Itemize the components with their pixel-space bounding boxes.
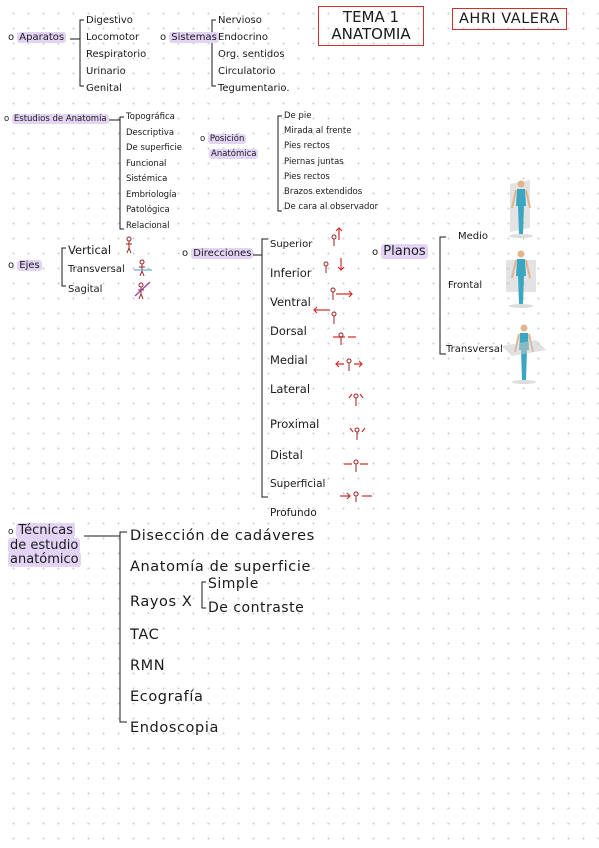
- list-item: Transversal: [68, 264, 125, 275]
- planos-item-transversal: Transversal: [446, 344, 503, 355]
- list-item: Endocrino: [218, 32, 268, 43]
- list-item: Vertical: [68, 243, 112, 257]
- list-item: Simple: [208, 576, 259, 592]
- list-item: Urinario: [86, 66, 126, 77]
- list-item: Topográfica: [126, 112, 175, 122]
- list-item: RMN: [130, 658, 166, 674]
- list-item: Genital: [86, 83, 122, 94]
- list-item: Digestivo: [86, 15, 133, 26]
- list-item: Proximal: [270, 417, 320, 431]
- list-item: Endoscopia: [130, 720, 219, 736]
- list-item: Superior: [270, 239, 313, 250]
- list-item: Tegumentario.: [218, 83, 290, 94]
- list-item: Relacional: [126, 220, 170, 231]
- list-item: Dorsal: [270, 324, 307, 338]
- estudios-list: Topográfica Descriptiva De superficie Fu…: [126, 110, 182, 234]
- list-item: Patológica: [126, 205, 170, 215]
- sistemas-list: Nervioso Endocrino Org. sentidos Circula…: [218, 12, 290, 97]
- rayos-sub-list: Simple De contraste: [208, 572, 304, 620]
- list-item: Mirada al frente: [284, 126, 352, 137]
- planos-label: o Planos: [372, 244, 428, 259]
- list-item: Ecografía: [130, 689, 204, 705]
- list-item: Disección de cadáveres: [130, 528, 315, 544]
- plane-medio-figure-icon: [509, 180, 533, 238]
- list-item: Superficial: [270, 478, 326, 490]
- list-item: Funcional: [126, 158, 167, 169]
- list-item: Anatomía de superficie: [130, 559, 312, 575]
- ejes-list: Vertical Transversal Sagital: [68, 240, 125, 300]
- name-box: AHRI VALERA: [452, 8, 567, 30]
- tecnicas-label: o Técnicas de estudio anatómico: [8, 523, 81, 567]
- list-item: Rayos X: [130, 594, 193, 610]
- list-item: Ventral: [270, 295, 311, 309]
- list-item: Nervioso: [218, 15, 262, 26]
- aparatos-label: o Aparatos: [8, 32, 67, 43]
- list-item: Descriptiva: [126, 127, 175, 138]
- posicion-list: De pie Mirada al frente Pies rectos Pier…: [284, 109, 378, 215]
- ejes-label: o Ejes: [8, 260, 42, 271]
- list-item: Pies rectos: [284, 141, 330, 152]
- posicion-label: o Posición Anatómica: [200, 134, 259, 159]
- list-item: Circulatorio: [218, 66, 276, 77]
- planos-item-medio: Medio: [458, 231, 489, 242]
- list-item: Sistémica: [126, 174, 168, 184]
- list-item: TAC: [130, 627, 160, 643]
- list-item: De contraste: [208, 600, 305, 616]
- title-line-2: ANATOMIA: [331, 25, 411, 43]
- list-item: Locomotor: [86, 32, 140, 43]
- list-item: Brazos extendidos: [284, 187, 363, 198]
- list-item: Distal: [270, 448, 303, 462]
- tecnicas-list: Disección de cadáveres Anatomía de super…: [130, 521, 315, 744]
- list-item: De cara al observador: [284, 202, 379, 213]
- list-item: Profundo: [270, 507, 317, 519]
- list-item: Embriología: [126, 189, 177, 200]
- sistemas-label: o Sistemas: [160, 32, 219, 43]
- list-item: Respiratorio: [86, 49, 147, 60]
- title-line-1: TEMA 1: [342, 8, 400, 26]
- title-box: TEMA 1 ANATOMIA: [318, 6, 424, 46]
- list-item: Org. sentidos: [218, 49, 285, 60]
- list-item: Inferior: [270, 266, 312, 280]
- aparatos-list: Digestivo Locomotor Respiratorio Urinari…: [86, 12, 146, 97]
- list-item: Lateral: [270, 382, 311, 396]
- list-item: De pie: [284, 111, 312, 121]
- list-item: De superficie: [126, 143, 183, 153]
- list-item: Medial: [270, 353, 308, 367]
- planos-item-frontal: Frontal: [448, 280, 483, 291]
- list-item: Pies rectos: [284, 171, 330, 182]
- direcciones-label: o Direcciones: [182, 248, 254, 259]
- plane-frontal-figure-icon: [506, 250, 536, 308]
- estudios-label: o Estudios de Anatomía: [4, 114, 109, 124]
- direcciones-list: Superior Inferior Ventral Dorsal Medial …: [270, 230, 325, 528]
- list-item: Piernas juntas: [284, 156, 344, 167]
- list-item: Sagital: [68, 284, 103, 295]
- plane-transversal-figure-icon: [502, 324, 546, 384]
